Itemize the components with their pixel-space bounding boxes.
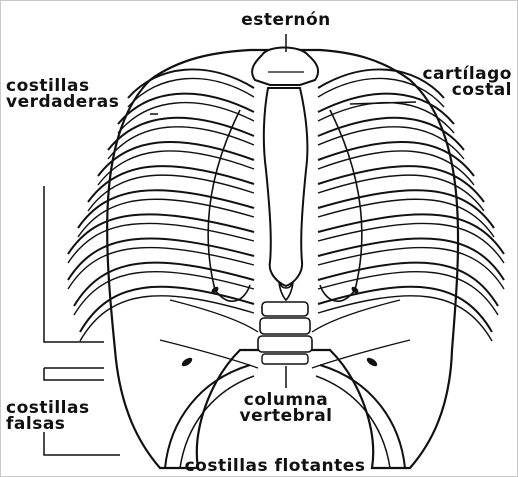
bracket-floating-ribs [44, 432, 120, 455]
label-costal-cartilage-line2: costal [408, 82, 512, 98]
vertebral-column [258, 302, 312, 364]
label-false-ribs-line2: falsas [6, 416, 116, 432]
label-true-ribs-line2: verdaderas [6, 94, 156, 110]
label-floating-ribs: costillas flotantes [170, 458, 380, 474]
label-false-ribs: costillas falsas [6, 400, 116, 432]
label-sternum: esternón [228, 12, 344, 28]
label-spine-line2: vertebral [225, 408, 347, 424]
label-true-ribs: costillas verdaderas [6, 78, 156, 110]
sternum-body [264, 88, 308, 286]
bracket-false-ribs [44, 368, 104, 380]
label-spine: columna vertebral [225, 392, 347, 424]
label-costal-cartilage: cartílago costal [408, 66, 512, 98]
